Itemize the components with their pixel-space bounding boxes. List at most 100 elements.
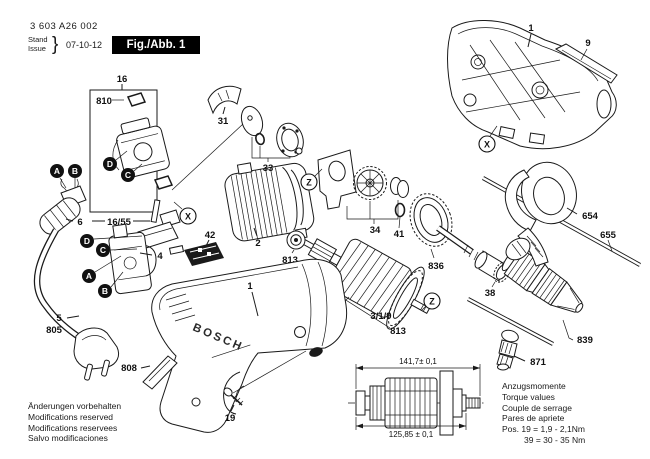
leader-6 (65, 218, 74, 222)
part-label-805: 805 (46, 325, 63, 336)
part-label-813-left: 813 (282, 255, 298, 266)
marker-z-plate: Z (300, 168, 323, 191)
auxiliary-handle-654: 654 655 (504, 161, 617, 267)
figure-badge: Fig./Abb. 1 (112, 36, 200, 54)
issue-date: 07-10-12 (66, 40, 103, 50)
part-label-38: 38 (485, 288, 496, 299)
torque-row-2: 39 = 30 - 35 Nm (524, 434, 586, 445)
brush-holder-parts (137, 199, 181, 249)
part-label-41: 41 (394, 229, 405, 240)
armature-3: 813 3 3/1/9 813 (282, 230, 431, 337)
leader-4 (139, 252, 153, 256)
part-label-1-body: 1 (247, 281, 253, 292)
svg-text:B: B (102, 286, 108, 296)
part-label-839: 839 (577, 335, 593, 346)
bearing-flange-group-33: 33 (240, 105, 304, 174)
stator-field-2 (224, 162, 315, 242)
drill-body-1: BOSCH 1 (151, 258, 348, 433)
part-label-2: 2 (255, 238, 260, 249)
part-label-810: 810 (96, 96, 112, 107)
brush-plate-31: 31 (207, 85, 242, 127)
svg-text:Z: Z (306, 178, 312, 188)
leader-long-x (171, 123, 244, 191)
dimension-overall: 141,7± 0,1 (399, 357, 437, 366)
electronic-module-42: 42 (168, 230, 224, 266)
part-label-42: 42 (205, 230, 216, 241)
note-de: Änderungen vorbehalten (28, 401, 122, 411)
part-label-5: 5 (56, 313, 62, 324)
part-label-3-1-9: 3/1/9 (370, 311, 391, 322)
document-part-number: 3 603 A26 002 (30, 21, 98, 32)
part-label-33: 33 (263, 163, 274, 174)
part-label-871: 871 (530, 357, 547, 368)
part-label-655: 655 (600, 230, 617, 241)
part-label-836: 836 (428, 261, 444, 272)
torque-title-fr: Couple de serrage (502, 402, 572, 413)
torque-row-1: Pos. 19 = 1,9 - 2,1Nm (502, 424, 585, 435)
svg-text:C: C (100, 245, 106, 255)
part-label-813-right: 813 (390, 326, 406, 337)
svg-text:X: X (484, 140, 490, 150)
svg-text:B: B (72, 166, 78, 176)
revision-notes: Änderungen vorbehalten Modifications res… (28, 401, 121, 444)
leader-2 (253, 227, 258, 237)
switch-subassembly-box: 16 810 D C (89, 74, 174, 213)
part-label-9: 9 (585, 38, 590, 49)
marker-x-switch: X (173, 201, 197, 225)
svg-text:D: D (107, 159, 113, 169)
part-label-6: 6 (77, 217, 82, 228)
gear-bearing-group-34: 34 41 (346, 166, 409, 240)
marker-x-housing: X (478, 125, 498, 153)
screw-19: 19 (223, 350, 307, 424)
part-label-1-housing: 1 (528, 23, 534, 34)
retaining-ring-41 (394, 202, 406, 218)
label-plate-9: 9 (554, 38, 618, 84)
part-label-34: 34 (370, 225, 381, 236)
part-label-31: 31 (218, 116, 229, 127)
svg-text:A: A (54, 166, 60, 176)
marker-d: D (103, 150, 128, 171)
dimension-figure: 141,7± 0,1 125,85 ± 0,1 (348, 357, 484, 439)
svg-text:X: X (185, 212, 191, 222)
switch-4: D C A B (80, 223, 157, 298)
part-label-654: 654 (582, 211, 599, 222)
lock-plate-808: 808 (121, 355, 178, 390)
marker-c: C (121, 163, 143, 182)
part-label-19: 19 (225, 413, 236, 424)
torque-values-block: Anzugsmomente Torque values Couple de se… (502, 381, 585, 446)
torque-title-en: Torque values (502, 391, 555, 402)
baffle-plate (317, 149, 357, 210)
part-label-4: 4 (157, 251, 163, 262)
marker-d2: D (80, 234, 143, 248)
marker-b2: B (98, 271, 124, 298)
svg-text:D: D (84, 236, 90, 246)
part-label-16-55: 16/55 (107, 217, 131, 228)
note-en: Modifications reserved (28, 411, 114, 422)
spindle-gear-836: 836 (409, 193, 479, 272)
torque-title-es: Pares de apriete (502, 413, 565, 424)
svg-text:C: C (125, 170, 131, 180)
stand-issue-label: Stand Issue (28, 35, 48, 53)
switch-module (116, 117, 170, 178)
marker-a: A (50, 164, 67, 189)
stand-label: Stand (28, 35, 48, 44)
note-fr: Modifications reservees (28, 422, 118, 433)
power-cord-assembly (33, 178, 120, 381)
housing-shell-1: 1 (447, 20, 617, 150)
part-label-808: 808 (121, 363, 137, 374)
marker-b: B (68, 164, 82, 188)
note-es: Salvo modificaciones (28, 433, 108, 444)
marker-z-armature: Z (421, 292, 441, 311)
chuck-key-871: 871 (467, 297, 554, 371)
part-label-16: 16 (117, 74, 128, 85)
svg-text:A: A (86, 271, 92, 281)
marker-c2: C (96, 243, 138, 257)
leader-805 (66, 315, 80, 319)
torque-title-de: Anzugsmomente (502, 381, 566, 391)
dimension-partial: 125,85 ± 0,1 (389, 430, 434, 439)
marker-a2: A (82, 255, 122, 283)
issue-label: Issue (28, 43, 46, 53)
brace-glyph: } (52, 34, 59, 55)
